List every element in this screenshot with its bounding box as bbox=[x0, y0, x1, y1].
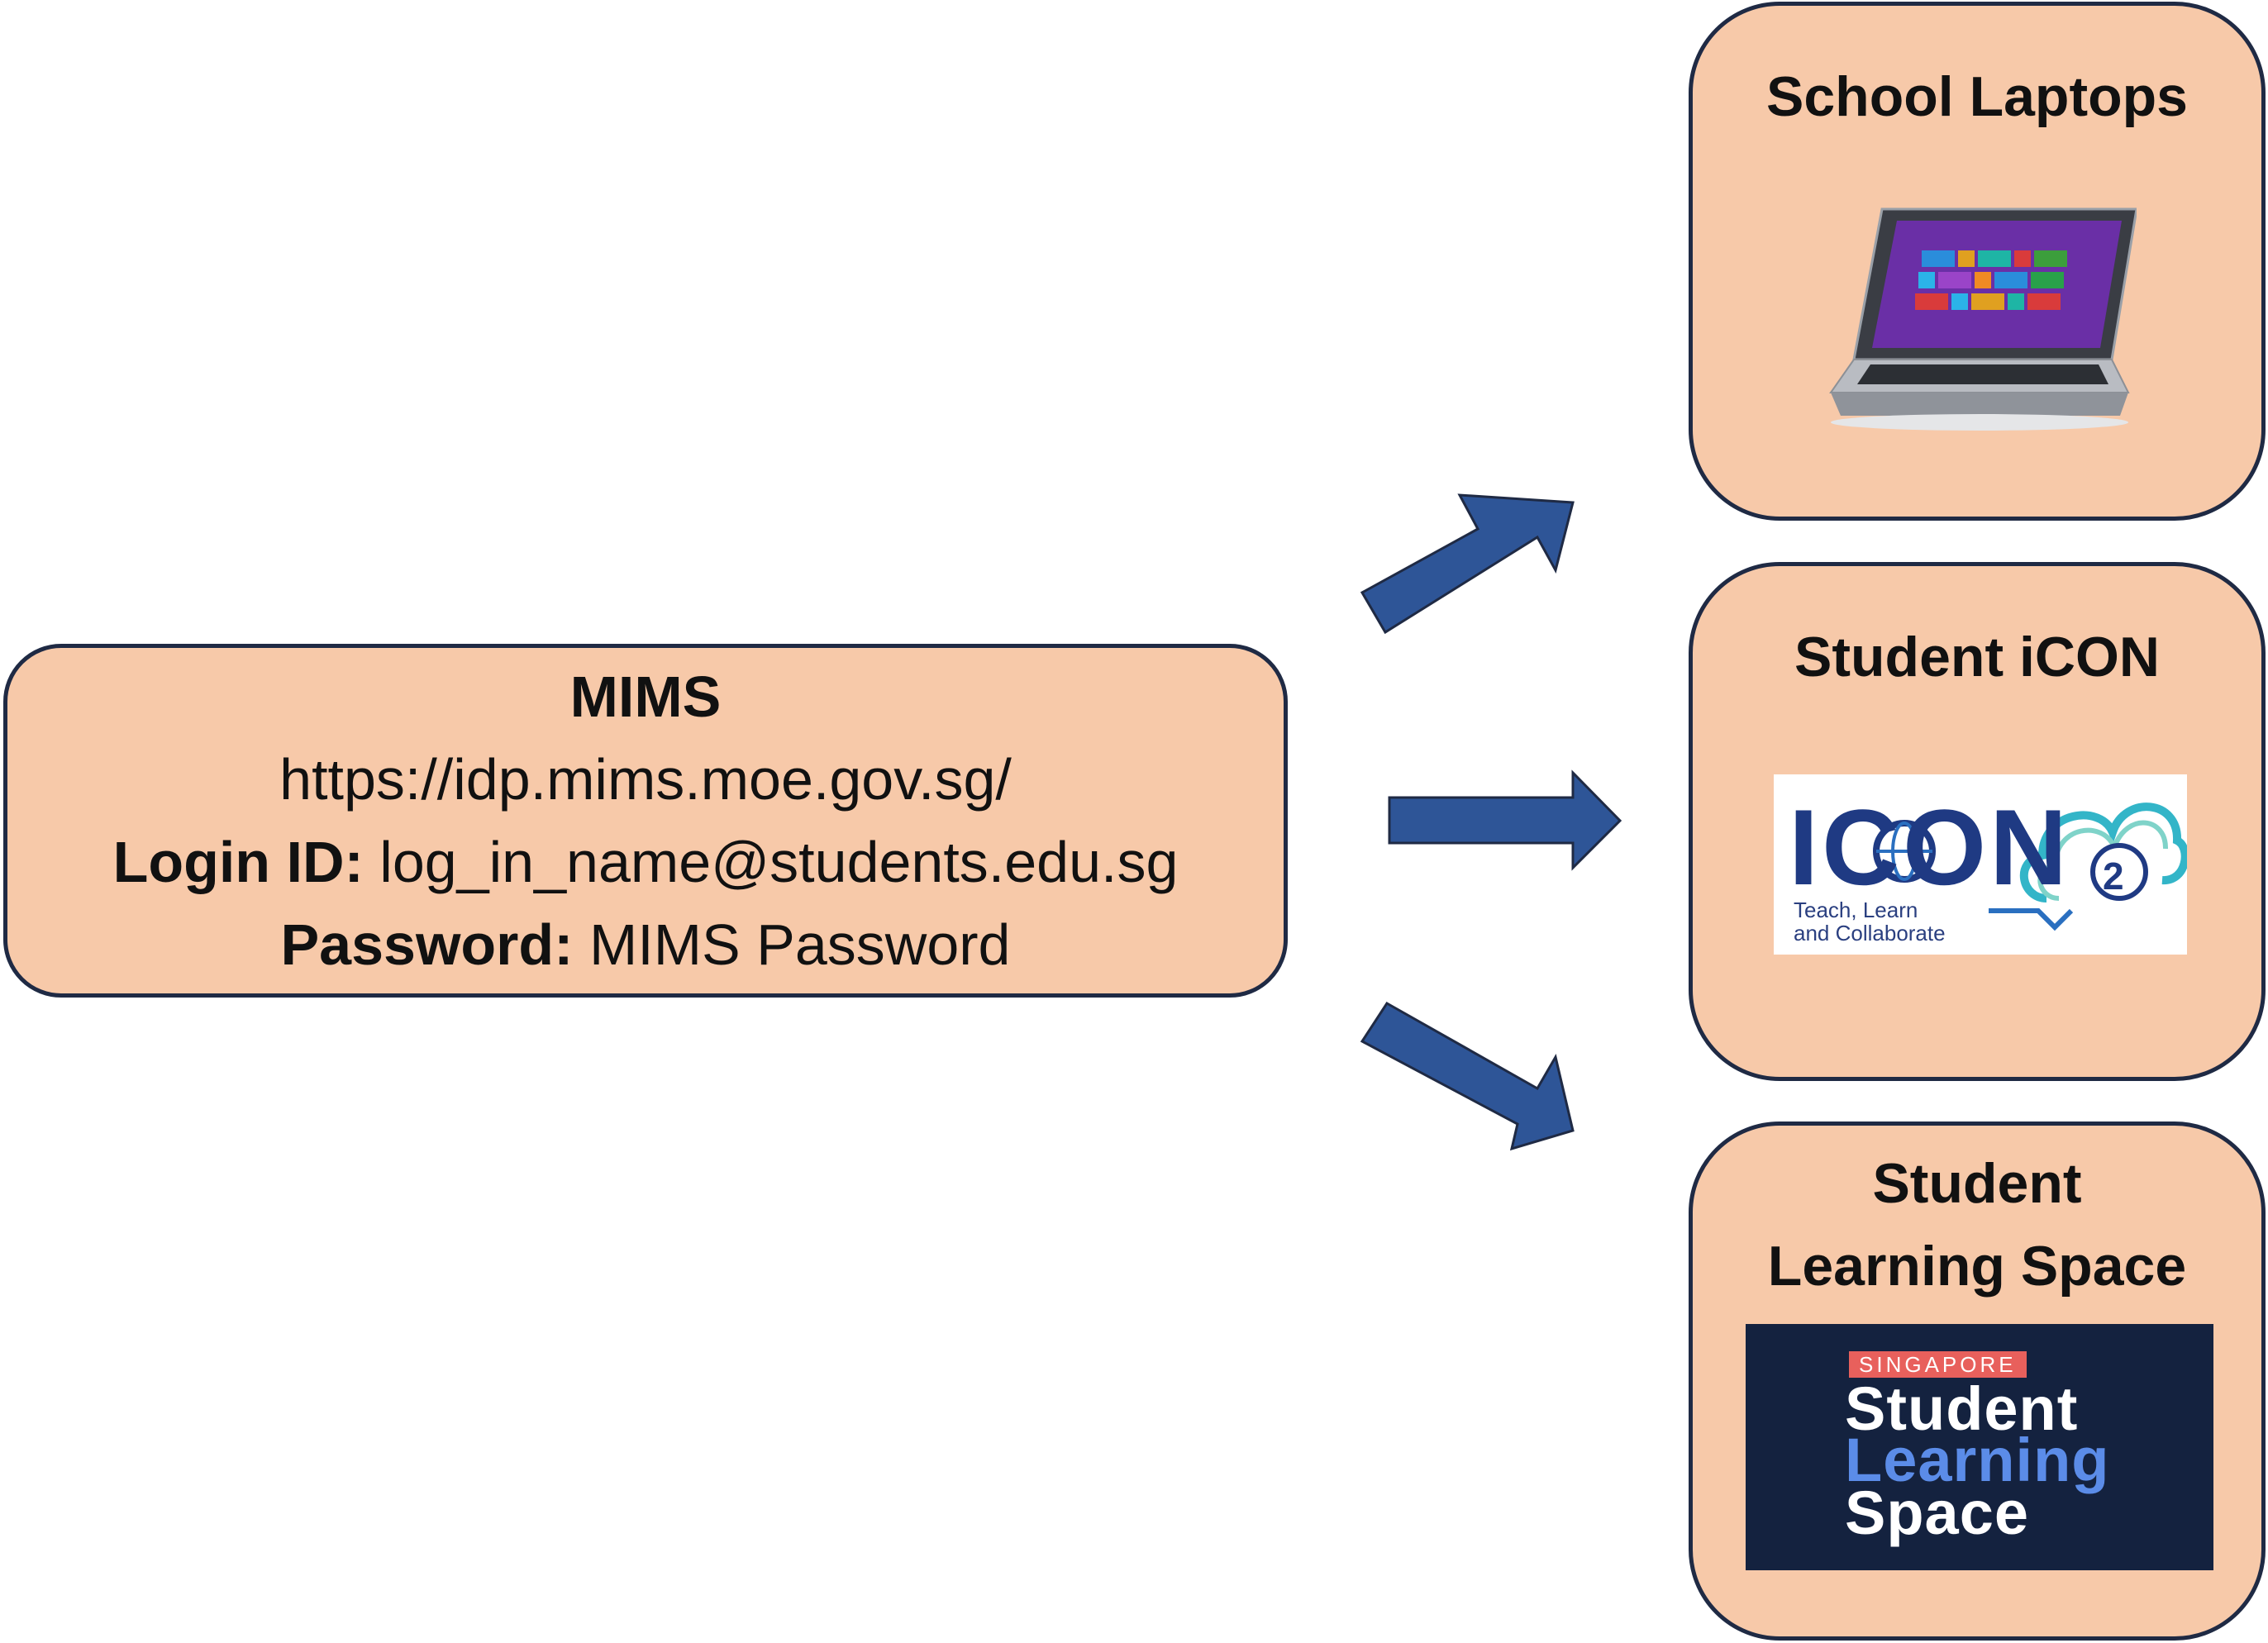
mims-title: MIMS bbox=[569, 664, 722, 729]
cloud-icon bbox=[1873, 802, 2187, 931]
icon-logo-number: 2 bbox=[2103, 855, 2124, 898]
sls-logo: SINGAPORE Student Learning Space bbox=[1746, 1324, 2213, 1570]
mims-login-line: Login ID: log_in_name@students.edu.sg bbox=[113, 821, 1179, 903]
sls-logo-country: SINGAPORE bbox=[1849, 1351, 2027, 1378]
student-icon-title: Student iCON bbox=[1794, 626, 2160, 688]
school-laptops-title: School Laptops bbox=[1766, 65, 2188, 128]
mims-url: https://idp.mims.moe.gov.sg/ bbox=[279, 747, 1012, 812]
arrow-to-sls bbox=[1360, 1002, 1575, 1151]
login-value: log_in_name@students.edu.sg bbox=[379, 830, 1179, 894]
arrow-to-icon bbox=[1388, 769, 1622, 871]
sls-logo-word2: Learning bbox=[1845, 1426, 2110, 1494]
sls-title-line1: Student bbox=[1872, 1152, 2082, 1215]
arrow-to-laptops bbox=[1360, 493, 1575, 635]
sls-title-line2: Learning Space bbox=[1767, 1235, 2187, 1298]
password-value: MIMS Password bbox=[588, 912, 1011, 977]
icon-logo-word: ICON bbox=[1789, 787, 2070, 907]
icon-tagline-1: Teach, Learn bbox=[1794, 898, 1918, 922]
login-label: Login ID: bbox=[112, 830, 364, 894]
icon-logo-tagline: Teach, Learn and Collaborate bbox=[1794, 898, 1946, 945]
icon-tagline-2: and Collaborate bbox=[1794, 921, 1946, 945]
sls-logo-word3: Space bbox=[1845, 1479, 2030, 1547]
mims-box: MIMS https://idp.mims.moe.gov.sg/ Login … bbox=[3, 644, 1288, 998]
password-label: Password: bbox=[280, 912, 574, 977]
laptop-icon bbox=[1829, 207, 2137, 431]
sls-logo-word1: Student bbox=[1845, 1374, 2079, 1443]
icon-logo: ICON 2 Teach, Learn and Collaborate bbox=[1774, 774, 2187, 955]
mims-password-line: Password: MIMS Password bbox=[280, 903, 1010, 986]
